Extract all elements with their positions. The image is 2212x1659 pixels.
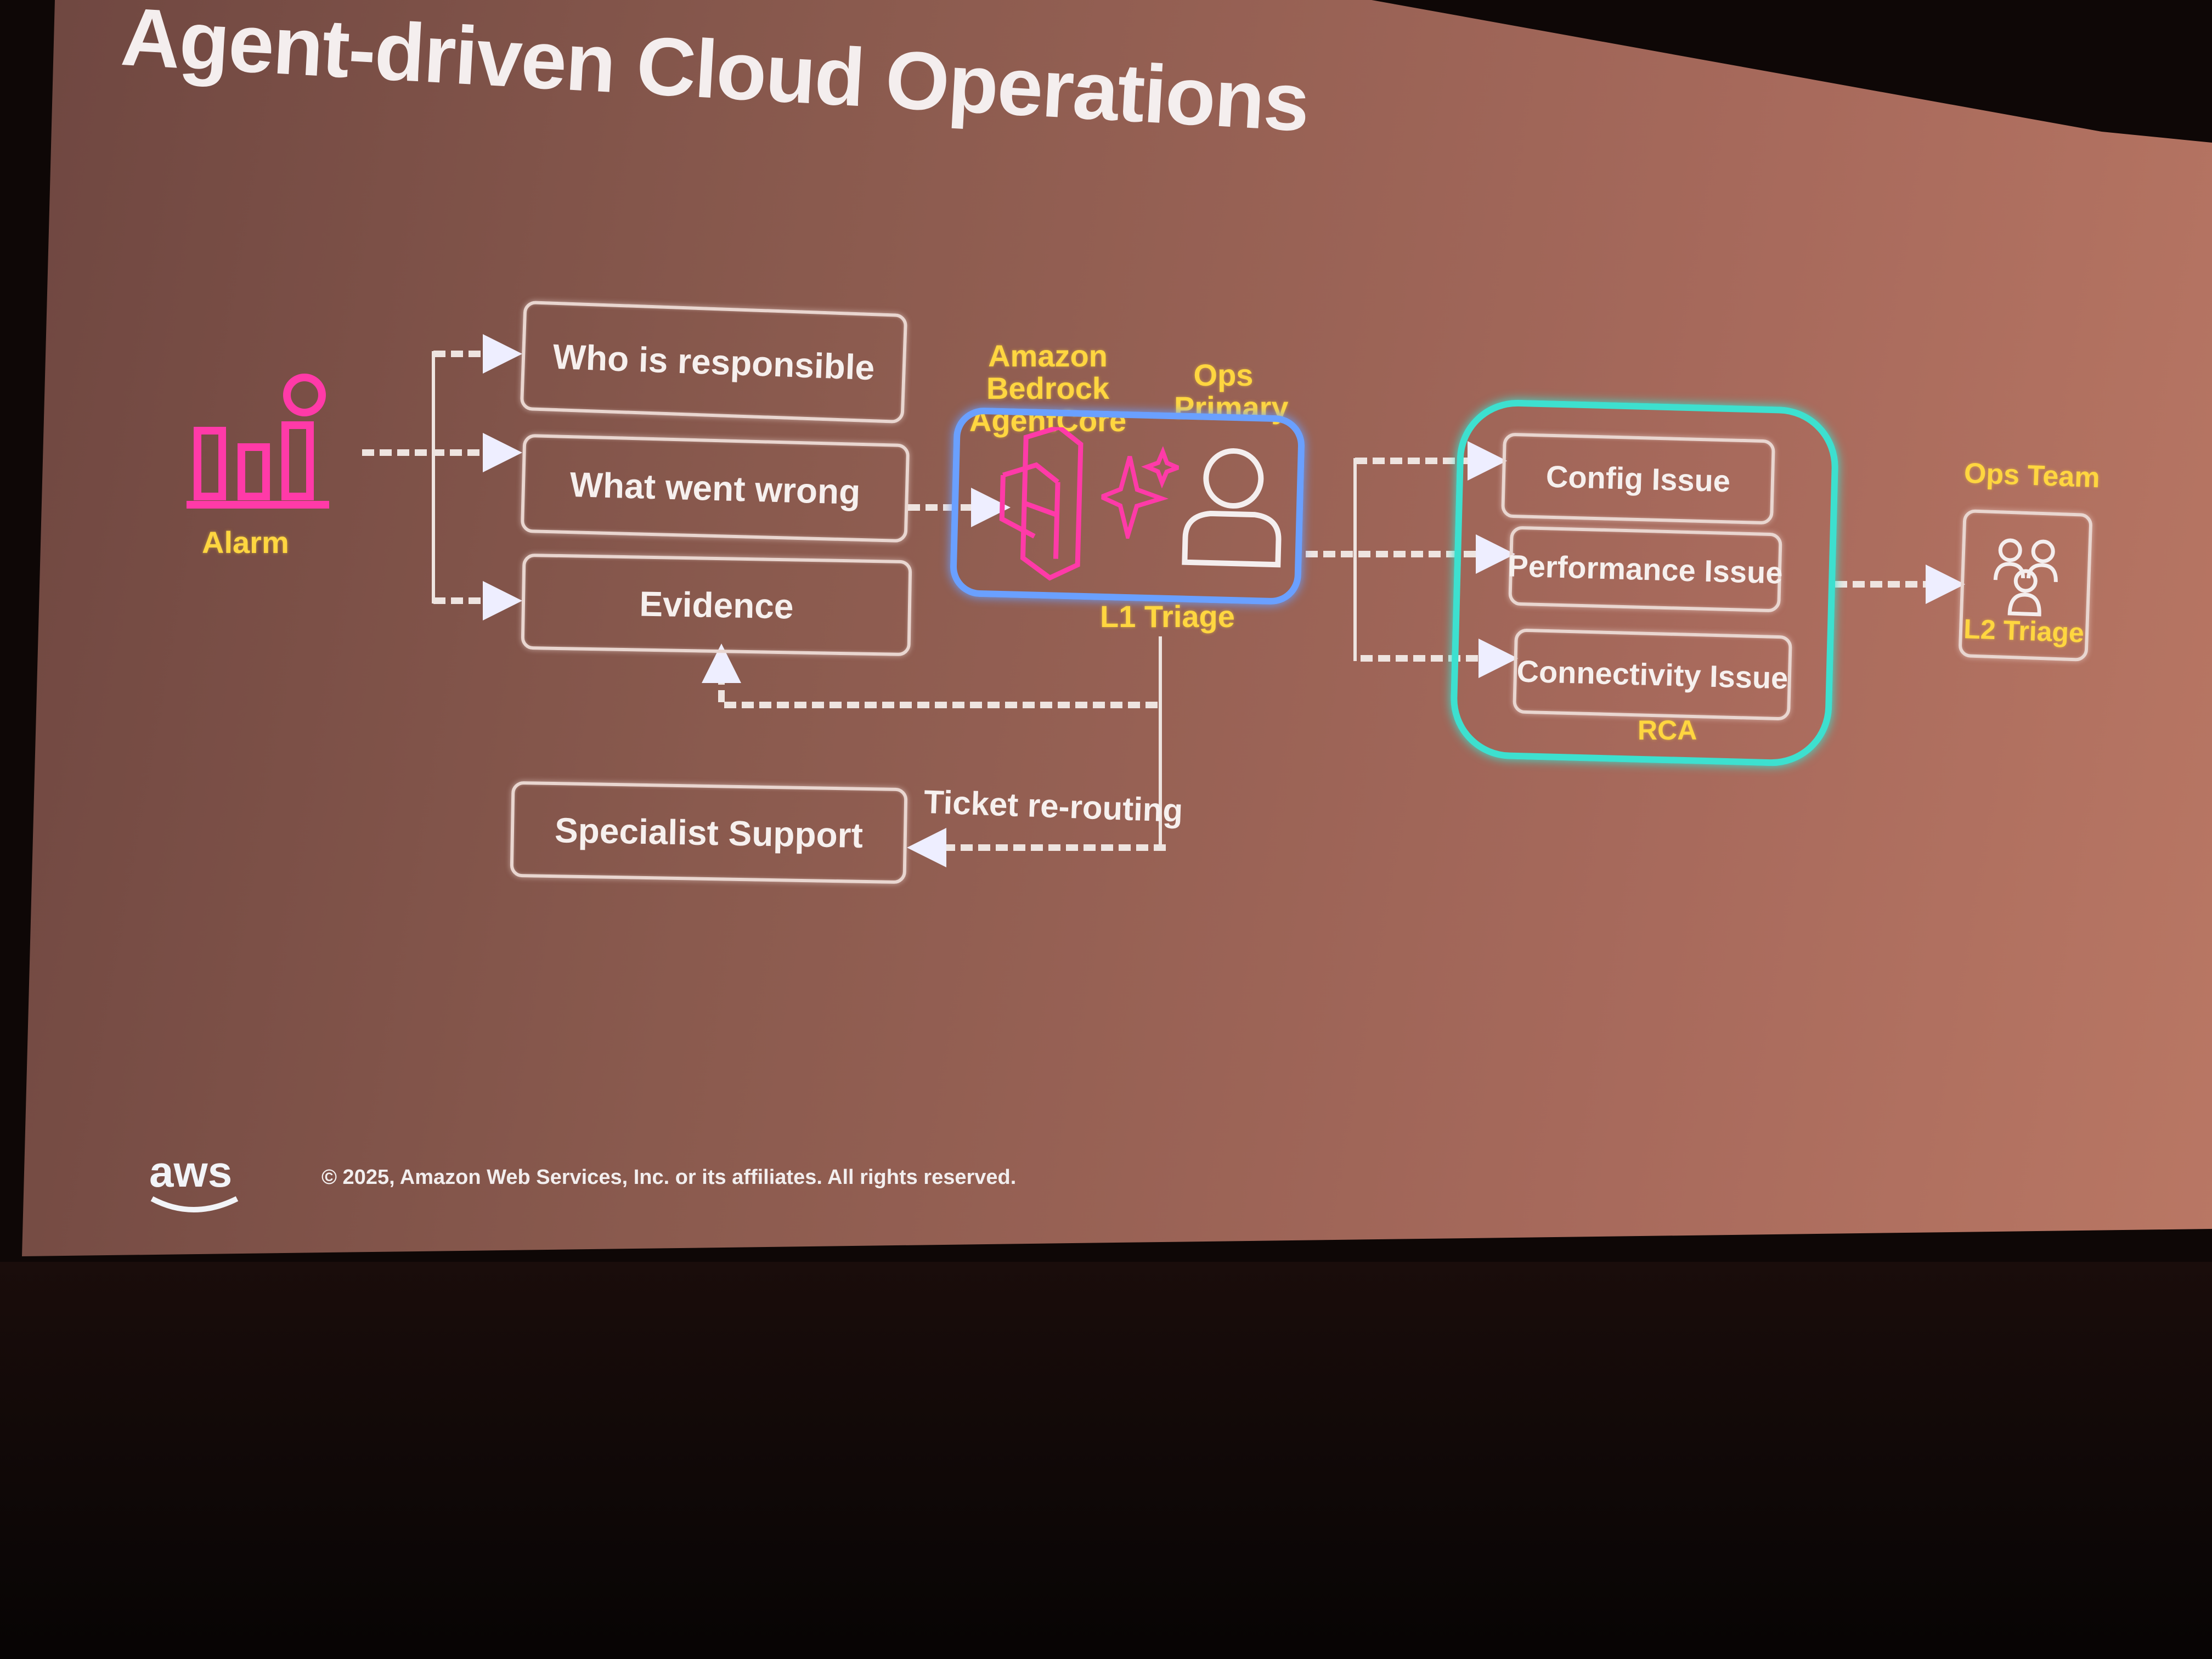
ops-primary-person-icon: [1182, 448, 1282, 568]
l2-triage-box: L2 Triage: [1958, 509, 2093, 662]
bedrock-agentcore-icon: [999, 425, 1084, 581]
alarm-icon: [187, 374, 329, 509]
l2-triage-label: L2 Triage: [1963, 613, 2085, 648]
copyright-text: © 2025, Amazon Web Services, Inc. or its…: [321, 1166, 1017, 1189]
what-went-wrong-box: What went wrong: [520, 433, 910, 543]
ops-primary-label: Ops Primary: [1174, 358, 1289, 425]
team-icon: [1993, 538, 2058, 617]
specialist-support-box: Specialist Support: [510, 781, 908, 884]
rca-label: RCA: [1638, 715, 1697, 746]
who-is-responsible-box: Who is responsible: [520, 300, 908, 424]
presentation-slide: Agent-driven Cloud Operations: [22, 0, 2212, 1256]
config-issue-box: Config Issue: [1501, 432, 1775, 525]
l1-triage-group: [949, 407, 1306, 606]
connector-lines: [362, 334, 1965, 867]
l1-triage-label: L1 Triage: [1100, 599, 1235, 634]
aws-smile-icon: [150, 1196, 239, 1212]
sparkle-icon: [1100, 445, 1180, 540]
aws-logo: aws: [149, 1147, 233, 1196]
connectivity-issue-box: Connectivity Issue: [1513, 628, 1792, 721]
auditorium-floor: [0, 1262, 2212, 1659]
ops-team-label: Ops Team: [1963, 457, 2101, 494]
evidence-box: Evidence: [521, 553, 912, 657]
alarm-label: Alarm: [202, 525, 289, 560]
feedback-to-evidence: [702, 644, 1158, 708]
performance-issue-box: Performance Issue: [1508, 526, 1783, 613]
